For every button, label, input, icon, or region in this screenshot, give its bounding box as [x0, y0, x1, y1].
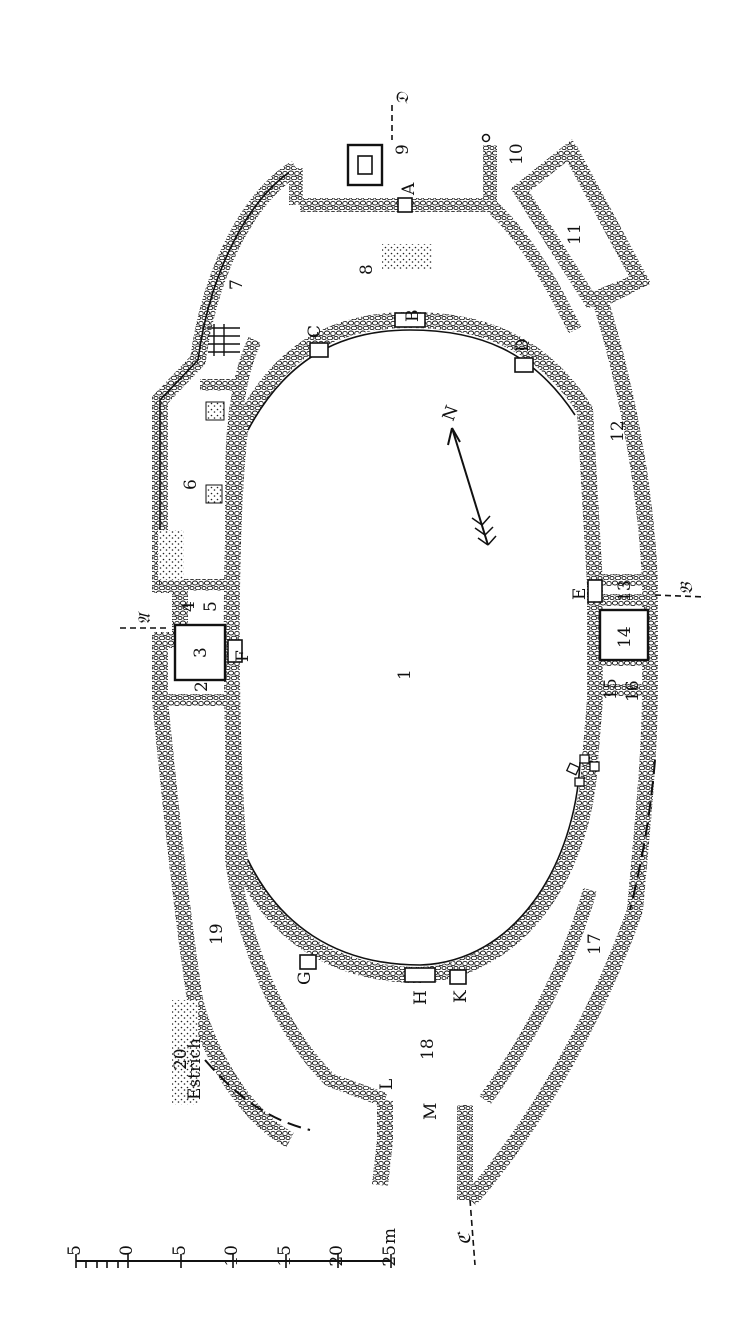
- room-label-7: 7: [227, 279, 247, 290]
- scale-tick-15: 15: [275, 1245, 295, 1267]
- room-11-wall: [510, 139, 650, 309]
- room-label-9: 9: [393, 144, 413, 155]
- stipple-room-6: [158, 530, 184, 580]
- south-gate-west: [372, 1100, 393, 1186]
- room-label-1: 1: [395, 669, 415, 680]
- scale-unit: m: [380, 1228, 400, 1244]
- estrich-label: Estrich: [185, 1038, 205, 1100]
- door-label-F: F: [233, 650, 253, 662]
- room-label-17: 17: [585, 933, 605, 955]
- door-label-C: C: [305, 325, 325, 338]
- room-label-3: 3: [191, 647, 211, 658]
- room-3-box: [173, 623, 227, 682]
- north-arrow: [447, 427, 497, 546]
- scale-tick-10: 10: [222, 1245, 242, 1267]
- room-label-20: 20: [171, 1048, 191, 1070]
- scale-bar: 5 0 5 10 15 20 25 m: [65, 1228, 400, 1268]
- door-label-D: D: [513, 338, 533, 352]
- reconstructed-wall-west: [204, 1059, 311, 1131]
- door-label-B: B: [403, 310, 423, 323]
- room-label-8: 8: [357, 264, 377, 275]
- door-label-G: G: [295, 971, 315, 985]
- room-label-10: 10: [507, 143, 527, 165]
- outer-wall-east: [463, 146, 658, 1206]
- scale-tick-5: 5: [170, 1245, 190, 1256]
- scale-tick-20: 20: [327, 1245, 347, 1267]
- room-label-14: 14: [615, 626, 635, 648]
- door-label-E: E: [570, 588, 590, 600]
- room-label-5: 5: [201, 601, 221, 612]
- north-chamber-wall: [300, 198, 582, 334]
- room-14-box: [598, 608, 650, 662]
- section-label-D: 𝔇: [393, 91, 413, 105]
- room-label-18: 18: [418, 1038, 438, 1060]
- door-label-H: H: [411, 990, 431, 1005]
- room-label-6: 6: [181, 479, 201, 490]
- north-gate-wall: [289, 145, 497, 205]
- arena-wall: [223, 311, 603, 984]
- section-label-group: 𝔄 𝔅 ℭ 𝔇: [135, 91, 697, 1245]
- room-label-group: 1 2 3 4 5 6 7 8 9 10 11 12 13 14 15 16 1…: [171, 143, 643, 1100]
- inner-ring-east: [479, 888, 597, 1105]
- scale-tick-25: 25: [380, 1245, 400, 1267]
- room-label-12: 12: [608, 420, 628, 442]
- room-label-16: 16: [623, 680, 643, 702]
- door-label-K: K: [451, 990, 471, 1003]
- room-label-4: 4: [179, 601, 199, 612]
- room-label-19: 19: [207, 923, 227, 945]
- door-label-L: L: [377, 1079, 397, 1090]
- section-label-A: 𝔄: [135, 611, 155, 625]
- scale-tick-0: 0: [117, 1245, 137, 1256]
- steps-room-7: [208, 324, 240, 356]
- north-label: N: [439, 403, 463, 424]
- door-gaps: [227, 197, 603, 985]
- section-label-B: 𝔅: [677, 581, 697, 595]
- reconstructed-wall-east: [629, 759, 656, 911]
- stipple-room-8: [382, 244, 432, 270]
- door-label-M: M: [421, 1103, 441, 1120]
- room-label-2: 2: [192, 681, 212, 692]
- estrich-floor: [172, 1000, 198, 1105]
- door-label-group: A B C D E F G H K L M: [233, 182, 590, 1120]
- section-label-C: ℭ: [455, 1231, 475, 1245]
- section-lines: [120, 105, 706, 1266]
- scale-tick-neg5: 5: [65, 1245, 85, 1256]
- door-label-A: A: [399, 182, 419, 196]
- room-label-13: 13: [615, 580, 635, 602]
- room-label-11: 11: [565, 223, 585, 245]
- inner-ring-west: [225, 336, 388, 1107]
- room-label-15: 15: [601, 678, 621, 700]
- rubble: [565, 754, 600, 787]
- room-9-box: [346, 143, 384, 187]
